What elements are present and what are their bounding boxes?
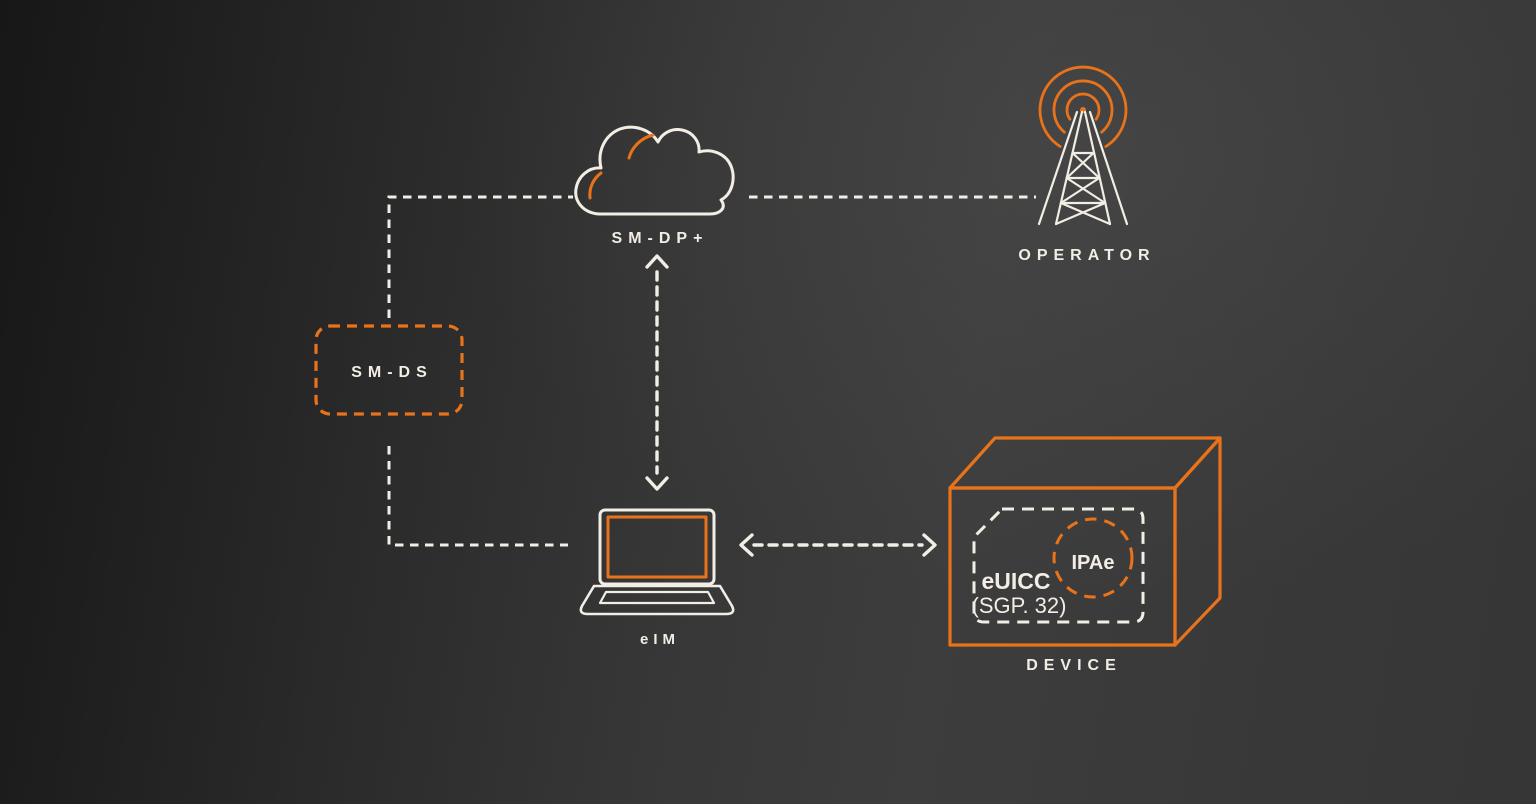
connector-smds-to-eim: [387, 446, 568, 547]
device-box-front-face: [948, 486, 1177, 647]
laptop-screen: [606, 515, 708, 579]
arrowhead-left-icon: [739, 533, 754, 557]
sm-dp-node: SM-DP+: [574, 125, 735, 247]
cloud-icon: [574, 125, 735, 216]
connector-smdp-eim-double-arrow: [645, 254, 669, 491]
euicc-sim-outline: [972, 507, 1145, 624]
device-3d-box-icon: [948, 436, 1222, 647]
arrowhead-down-icon: [645, 476, 669, 491]
operator-node: OPERATOR: [1018, 65, 1155, 264]
device-label: DEVICE: [1026, 657, 1122, 674]
device-box-right-face: [1173, 436, 1222, 647]
sm-dp-label: SM-DP+: [612, 230, 709, 247]
eim-label: eIM: [640, 631, 680, 648]
ipae-label: IPAe: [1072, 552, 1115, 574]
radio-tower-icon: [1037, 110, 1129, 226]
eim-node: eIM: [579, 508, 735, 648]
cloud-accent-arc-top: [627, 133, 655, 160]
connector-smds-to-smdp: [387, 195, 573, 318]
euicc-spec-label: (SGP. 32): [972, 593, 1067, 618]
sm-ds-label: SM-DS: [351, 364, 433, 381]
laptop-keyboard: [598, 590, 716, 605]
operator-label: OPERATOR: [1018, 247, 1155, 264]
sm-ds-node: SM-DS: [314, 324, 464, 416]
sm-ds-dashed-box: [314, 324, 464, 416]
ipae-dashed-circle: [1052, 517, 1134, 599]
arrowhead-up-icon: [645, 254, 669, 269]
euicc-label: eUICC: [981, 568, 1050, 594]
connector-eim-device-double-arrow: [739, 533, 937, 557]
cloud-accent-arc-left: [588, 171, 603, 200]
radio-waves-icon: [1038, 65, 1128, 148]
device-box-top-face: [948, 436, 1222, 490]
laptop-icon: [579, 508, 735, 616]
arrowhead-right-icon: [922, 533, 937, 557]
device-node: IPAe eUICC (SGP. 32) DEVICE: [948, 436, 1222, 674]
